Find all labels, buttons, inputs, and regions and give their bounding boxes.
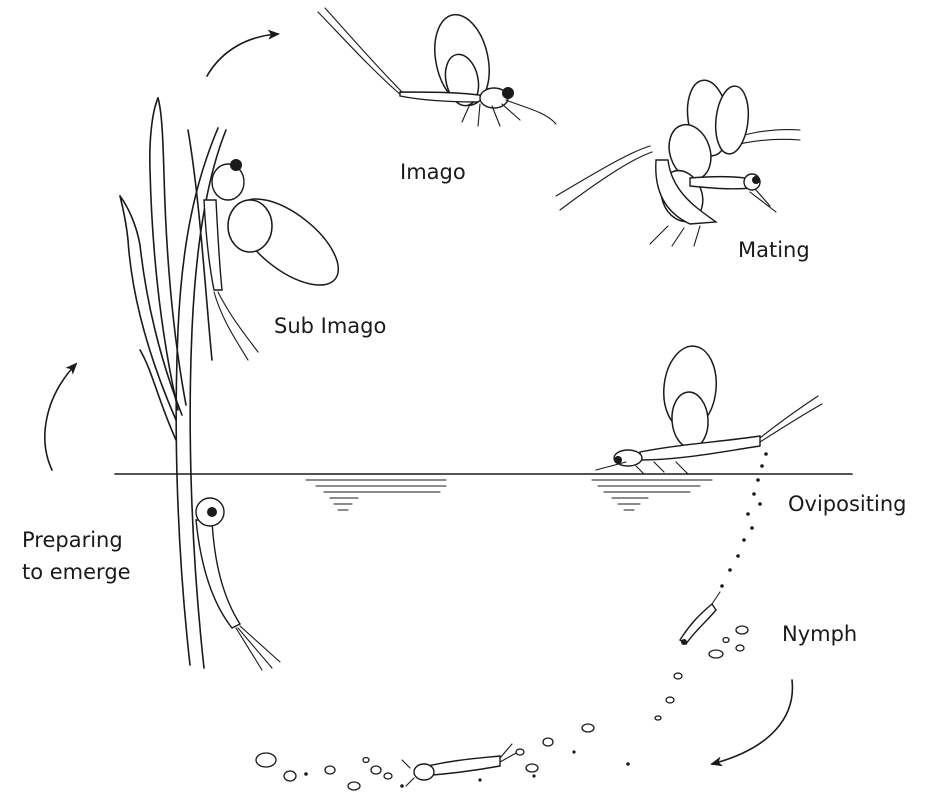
label-imago: Imago: [400, 160, 466, 185]
label-nymph: Nymph: [782, 622, 857, 647]
ripple-left: [306, 480, 446, 510]
larva-insect: [402, 744, 518, 786]
label-preparing-line1: Preparing: [22, 528, 123, 553]
arrow-to-imago: [207, 34, 278, 76]
label-sub-imago: Sub Imago: [274, 314, 386, 339]
ovipositing-insect: [596, 344, 822, 474]
pebbles: [256, 626, 748, 790]
ripple-right: [592, 480, 712, 510]
arrow-to-larva: [712, 680, 792, 764]
sinking-eggs: [720, 452, 768, 588]
arrow-to-sub-imago: [45, 364, 76, 470]
label-preparing-line2: to emerge: [22, 560, 131, 585]
label-mating: Mating: [738, 238, 810, 263]
label-ovipositing: Ovipositing: [788, 492, 906, 517]
emerging-nymph: [196, 498, 280, 670]
water-surface: [115, 474, 852, 510]
imago-insect: [318, 8, 556, 126]
mating-insects: [556, 78, 800, 246]
nymph-insect: [680, 592, 720, 645]
